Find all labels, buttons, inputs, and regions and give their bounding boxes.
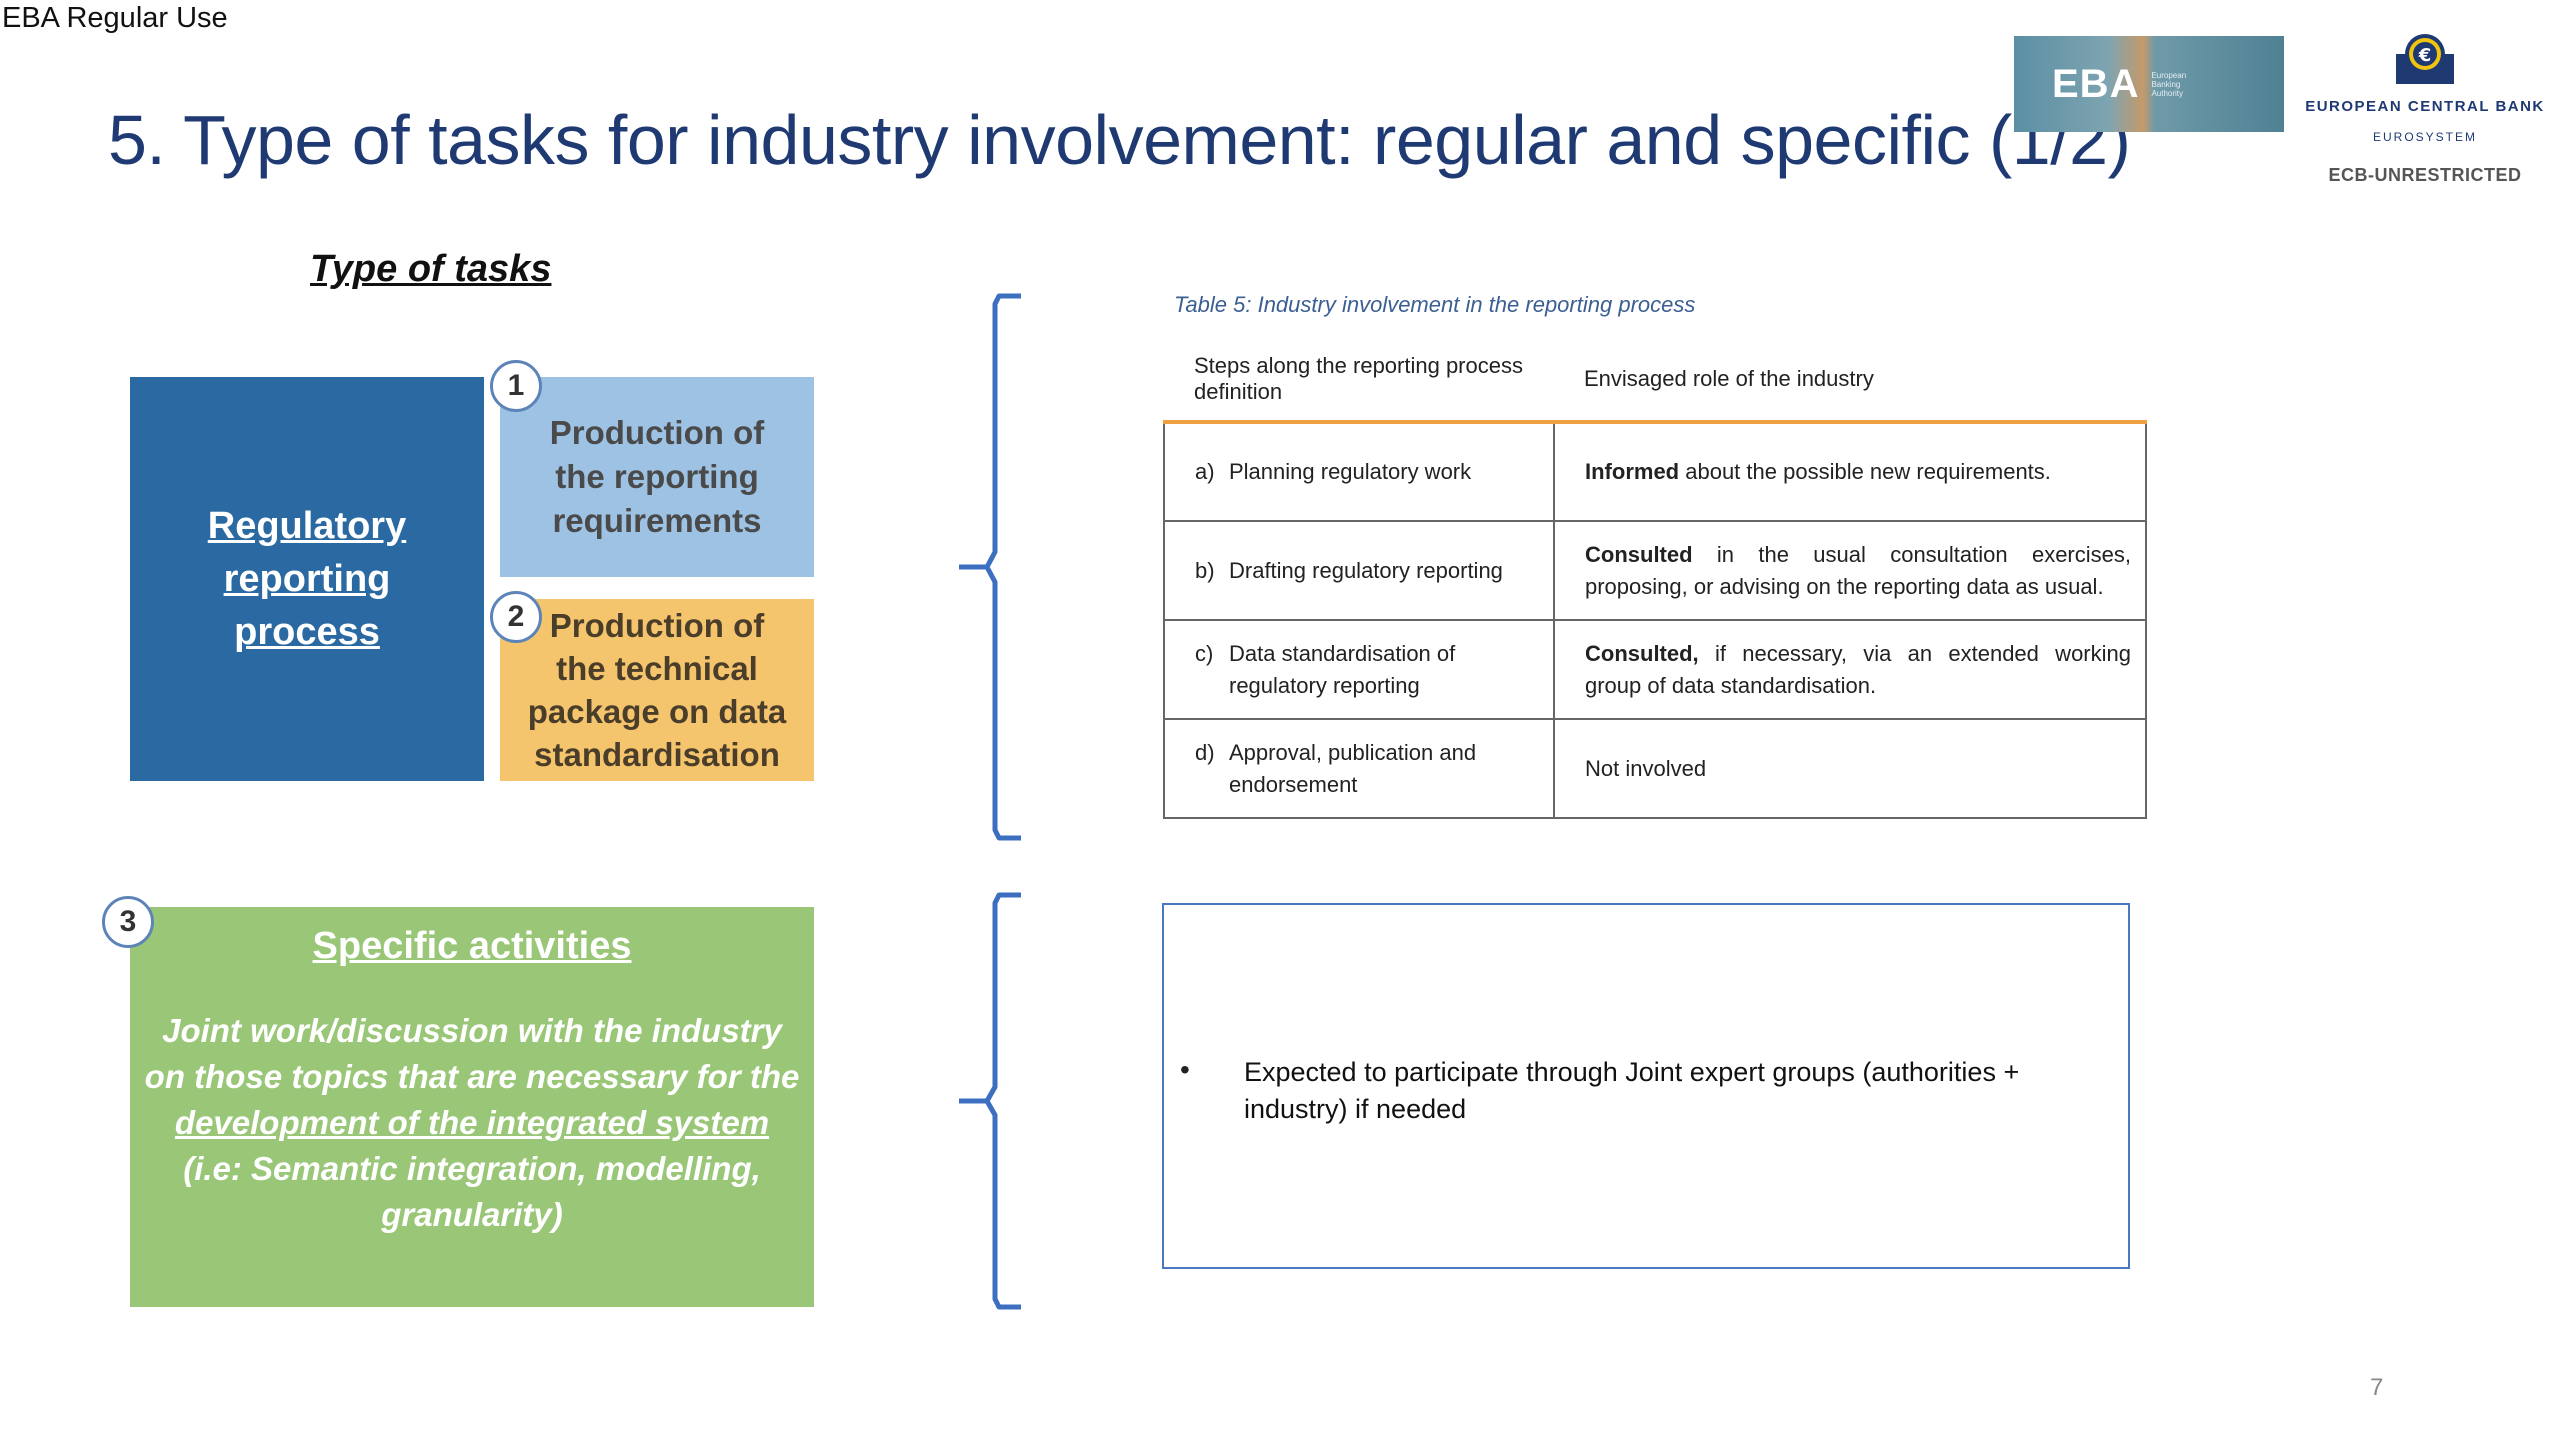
bullet-marker: • bbox=[1180, 1054, 1190, 1085]
step-text: Data standardisation of regulatory repor… bbox=[1229, 640, 1456, 698]
role-keyword: Consulted, bbox=[1585, 640, 1699, 666]
role-text: in the usual consultation exercises, pro… bbox=[1585, 541, 2131, 599]
table-cell-step: d) Approval, publication and endorsement bbox=[1163, 718, 1555, 819]
step-letter: b) bbox=[1195, 557, 1215, 583]
regulatory-reporting-process-box: Regulatory reporting process bbox=[130, 377, 484, 781]
step-text: Approval, publication and endorsement bbox=[1229, 739, 1477, 797]
role-text: Not involved bbox=[1585, 755, 1707, 781]
specific-activities-title: Specific activities bbox=[312, 925, 632, 967]
step-letter: a) bbox=[1195, 459, 1215, 484]
table-cell-step: b) Drafting regulatory reporting bbox=[1163, 520, 1555, 621]
specific-activities-box: Specific activities Joint work/discussio… bbox=[130, 907, 814, 1307]
specific-activities-role-box bbox=[1162, 903, 2130, 1269]
task-1-label: Production of the reporting requirements bbox=[549, 414, 765, 539]
specific-activities-description: Joint work/discussion with the industry … bbox=[142, 1008, 802, 1238]
task-2-box: Production of the technical package on d… bbox=[500, 599, 814, 781]
eba-logo: EBA European Banking Authority bbox=[2014, 36, 2284, 132]
role-text: if necessary, via an extended working gr… bbox=[1585, 640, 2131, 698]
table-header-role: Envisaged role of the industry bbox=[1554, 338, 2146, 424]
task-2-label: Production of the technical package on d… bbox=[527, 607, 787, 773]
svg-text:€: € bbox=[2418, 45, 2432, 66]
step-letter: c) bbox=[1195, 640, 1214, 666]
brace-regular-icon bbox=[959, 293, 1021, 841]
specific-activities-text-1: Joint work/discussion with the industry … bbox=[144, 1012, 800, 1095]
table-row: a) Planning regulatory work Informed abou… bbox=[1163, 421, 2147, 522]
ecb-security-marking: ECB-UNRESTRICTED bbox=[2328, 165, 2522, 185]
table-header-steps: Steps along the reporting process defini… bbox=[1164, 338, 1554, 424]
table-cell-role: Consulted, if necessary, via an extended… bbox=[1553, 619, 2147, 720]
role-text: about the possible new requirements. bbox=[1679, 459, 2051, 484]
industry-involvement-table: Steps along the reporting process defini… bbox=[1163, 338, 2147, 819]
type-of-tasks-heading: Type of tasks bbox=[310, 248, 552, 290]
table-row: c) Data standardisation of regulatory rep… bbox=[1163, 619, 2147, 720]
table-cell-step: a) Planning regulatory work bbox=[1163, 421, 1555, 522]
badge-3: 3 bbox=[102, 896, 154, 948]
slide-title: 5. Type of tasks for industry involvemen… bbox=[108, 101, 2131, 179]
brace-specific-icon bbox=[959, 892, 1021, 1310]
table-cell-role: Informed about the possible new requirem… bbox=[1553, 421, 2147, 522]
ecb-logo-name: EUROPEAN CENTRAL BANK bbox=[2305, 98, 2545, 115]
table-row: b) Drafting regulatory reporting Consulte… bbox=[1163, 520, 2147, 621]
task-1-box: Production of the reporting requirements bbox=[500, 377, 814, 577]
step-text: Drafting regulatory reporting bbox=[1229, 557, 1503, 583]
badge-2: 2 bbox=[490, 591, 542, 643]
specific-activities-underlined: development of the integrated system bbox=[174, 1104, 770, 1141]
specific-activities-text-2: (i.e: Semantic integration, modelling, g… bbox=[183, 1150, 761, 1233]
table-cell-role: Consulted in the usual consultation exer… bbox=[1553, 520, 2147, 621]
table-caption: Table 5: Industry involvement in the rep… bbox=[1174, 292, 1696, 317]
table-cell-role: Not involved bbox=[1553, 718, 2147, 819]
step-letter: d) bbox=[1195, 739, 1215, 765]
role-keyword: Informed bbox=[1585, 459, 1680, 484]
table-row: d)Approval, publication and endorsement … bbox=[1163, 718, 2147, 819]
bullet-text: Expected to participate through Joint ex… bbox=[1244, 1057, 2020, 1124]
page-number: 7 bbox=[2370, 1374, 2384, 1401]
role-keyword: Consulted bbox=[1585, 541, 1693, 567]
ecb-logo-eurosystem: EUROSYSTEM bbox=[2372, 130, 2477, 144]
table-cell-step: c) Data standardisation of regulatory rep… bbox=[1163, 619, 1555, 720]
table-header-row: Steps along the reporting process defini… bbox=[1164, 338, 2146, 424]
regulatory-reporting-process-label: Regulatory reporting process bbox=[207, 504, 407, 653]
step-text: Planning regulatory work bbox=[1229, 459, 1472, 484]
eba-logo-subtitle: European Banking Authority bbox=[2151, 70, 2187, 98]
ecb-euro-icon: € bbox=[2396, 34, 2454, 84]
badge-1: 1 bbox=[490, 360, 542, 412]
eba-logo-wordmark: EBA bbox=[2052, 61, 2140, 106]
classification-label: EBA Regular Use bbox=[2, 2, 228, 34]
